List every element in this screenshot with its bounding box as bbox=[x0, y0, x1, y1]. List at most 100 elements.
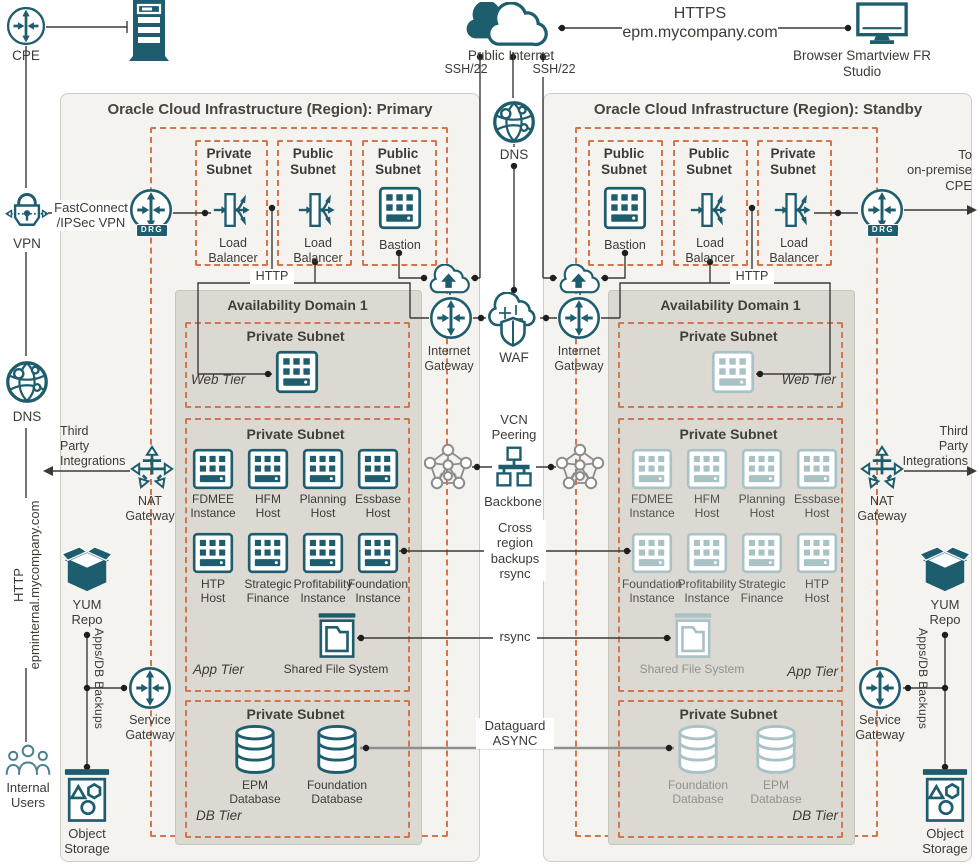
yum-repo-label: YUM Repo bbox=[71, 597, 103, 628]
host-label: Foundation Instance bbox=[347, 577, 409, 606]
web-host-icon bbox=[711, 350, 755, 394]
subnet-box bbox=[195, 140, 268, 266]
dataguard-label: Dataguard ASYNC bbox=[476, 718, 554, 749]
backbone-label: Backbone bbox=[484, 494, 542, 509]
internal-users-label: Internal Users bbox=[6, 780, 50, 811]
host-label: FDMEE Instance bbox=[629, 492, 675, 521]
yum-repo-label: YUM Repo bbox=[929, 597, 961, 628]
node-label: Bastion bbox=[379, 238, 421, 252]
db-label: Foundation Database bbox=[306, 778, 368, 807]
host-icon bbox=[686, 532, 728, 574]
web-tier-label: Web Tier bbox=[781, 372, 836, 387]
db-subnet-title: Private Subnet bbox=[246, 706, 345, 722]
host-icon bbox=[247, 532, 289, 574]
dns-left-icon bbox=[5, 358, 49, 406]
web-tier-label: Web Tier bbox=[191, 372, 246, 387]
nat-gateway-label: NAT Gateway bbox=[125, 494, 175, 523]
third-party-label: Third Party Integrations bbox=[902, 424, 968, 468]
service-gateway-label: Service Gateway bbox=[125, 713, 175, 742]
mesh-network-icon bbox=[424, 443, 472, 491]
bastion-icon bbox=[378, 186, 422, 230]
node-label: Load Balancer bbox=[769, 236, 819, 265]
drg-badge-standby: DRG bbox=[867, 224, 899, 237]
primary-region-title: Oracle Cloud Infrastructure (Region): Pr… bbox=[107, 101, 433, 118]
cross-region-label: Cross region backups rsync bbox=[484, 520, 546, 582]
subnet-title: Public Subnet bbox=[375, 146, 421, 177]
shared-file-system-icon bbox=[316, 612, 358, 660]
db-subnet-title: Private Subnet bbox=[679, 706, 778, 722]
ad-title-primary: Availability Domain 1 bbox=[227, 297, 368, 313]
database-icon bbox=[314, 724, 360, 774]
backbone-icon bbox=[492, 444, 536, 490]
host-label: Planning Host bbox=[299, 492, 347, 521]
host-icon bbox=[741, 532, 783, 574]
web-host-icon bbox=[275, 350, 319, 394]
subnet-title: Public Subnet bbox=[290, 146, 336, 177]
database-icon bbox=[232, 724, 278, 774]
mesh-network-icon bbox=[556, 443, 604, 491]
object-storage-icon bbox=[62, 768, 112, 824]
fastconnect-label: FastConnect /IPSec VPN bbox=[52, 200, 130, 231]
web-subnet-title: Private Subnet bbox=[679, 328, 778, 344]
internet-gateway-icon-primary bbox=[429, 296, 473, 340]
ssh-left-label: SSH/22 bbox=[444, 62, 488, 76]
host-label: HTP Host bbox=[200, 577, 226, 606]
sfs-label: Shared File System bbox=[639, 662, 745, 676]
internet-gateway-cloud-icon bbox=[557, 264, 603, 296]
nat-gateway-icon-primary bbox=[130, 444, 174, 492]
browser-label: Browser Smartview FR Studio bbox=[792, 48, 932, 79]
yum-repo-icon bbox=[920, 542, 970, 594]
database-icon bbox=[753, 724, 799, 774]
node-label: Load Balancer bbox=[208, 236, 258, 265]
host-icon bbox=[302, 448, 344, 490]
vpn-icon bbox=[5, 188, 49, 234]
internet-gateway-cloud-icon bbox=[427, 264, 473, 296]
host-label: HTP Host bbox=[804, 577, 830, 606]
drg-badge-primary: DRG bbox=[136, 224, 168, 237]
host-icon bbox=[631, 532, 673, 574]
vcn-peering-label: VCN Peering bbox=[491, 412, 537, 443]
host-label: Strategic Finance bbox=[244, 577, 292, 606]
apps-db-backups-label: Apps/DB Backups bbox=[916, 628, 930, 730]
vpn-label: VPN bbox=[13, 236, 41, 251]
host-icon bbox=[192, 532, 234, 574]
app-subnet-title: Private Subnet bbox=[679, 426, 778, 442]
internal-users-icon bbox=[5, 742, 51, 778]
host-label: Strategic Finance bbox=[738, 577, 786, 606]
standby-region-title: Oracle Cloud Infrastructure (Region): St… bbox=[593, 101, 923, 118]
web-subnet-standby bbox=[618, 322, 843, 408]
host-label: FDMEE Instance bbox=[190, 492, 236, 521]
dns-center-label: DNS bbox=[496, 147, 532, 163]
nat-gateway-label: NAT Gateway bbox=[857, 494, 907, 523]
cpe-label: CPE bbox=[12, 48, 40, 63]
internet-gateway-label-primary: Internet Gateway bbox=[424, 344, 474, 373]
load-balancer-icon bbox=[774, 188, 814, 232]
host-icon bbox=[796, 532, 838, 574]
dns-center-icon bbox=[492, 100, 536, 144]
http-label-standby: HTTP bbox=[730, 269, 774, 284]
sfs-label: Shared File System bbox=[283, 662, 389, 676]
host-icon bbox=[741, 448, 783, 490]
subnet-title: Public Subnet bbox=[686, 146, 732, 177]
host-icon bbox=[686, 448, 728, 490]
host-label: HFM Host bbox=[255, 492, 281, 521]
host-label: Planning Host bbox=[738, 492, 786, 521]
host-icon bbox=[302, 532, 344, 574]
bastion-icon bbox=[603, 186, 647, 230]
web-subnet-primary bbox=[185, 322, 410, 408]
third-party-label: Third Party Integrations bbox=[60, 424, 126, 468]
node-label: Bastion bbox=[604, 238, 646, 252]
object-storage-label: Object Storage bbox=[64, 826, 110, 857]
rsync-label: rsync bbox=[493, 629, 537, 645]
waf-icon bbox=[486, 292, 540, 350]
apps-db-backups-label: Apps/DB Backups bbox=[92, 628, 106, 730]
subnet-title: Private Subnet bbox=[770, 146, 816, 177]
internet-gateway-icon-standby bbox=[557, 296, 601, 340]
http-label-primary: HTTP bbox=[250, 269, 294, 284]
subnet-box bbox=[757, 140, 832, 266]
http-internal-label: HTTP epminternal.mycompany.com bbox=[11, 500, 42, 670]
waf-label: WAF bbox=[492, 350, 536, 366]
service-gateway-label: Service Gateway bbox=[855, 713, 905, 742]
public-internet-icon bbox=[462, 2, 558, 48]
